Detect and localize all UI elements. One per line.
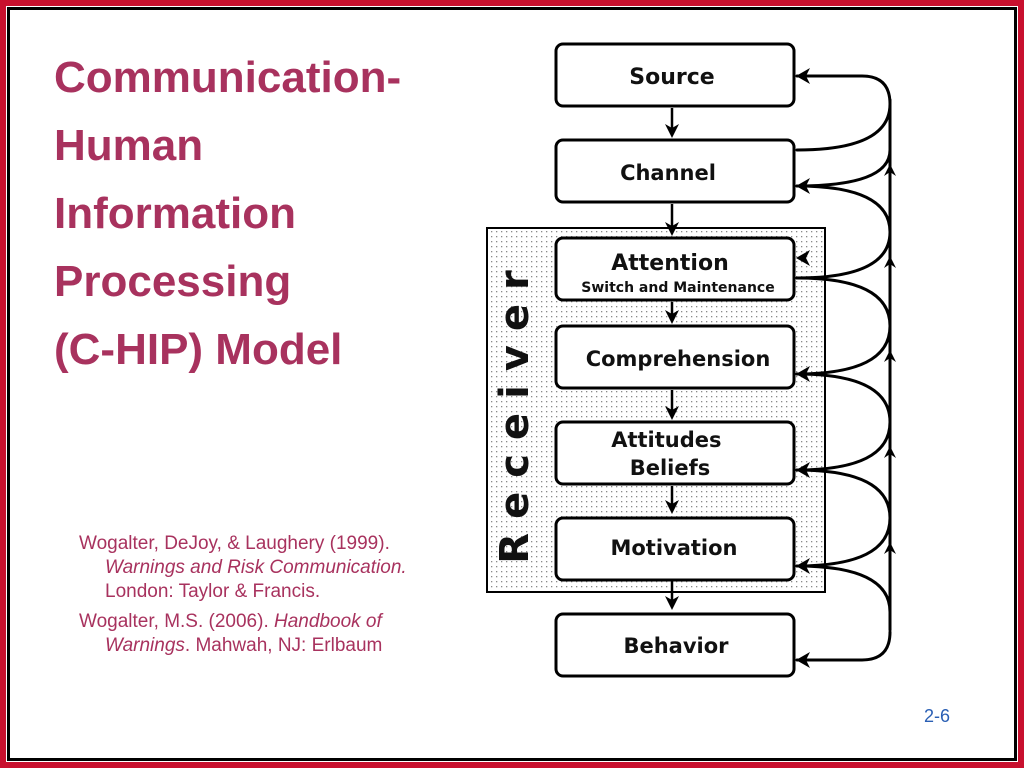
reference-work: Handbook of Warnings: [105, 611, 382, 656]
feedback-curve: [795, 564, 892, 614]
reference-item: Wogalter, DeJoy, & Laughery (1999). Warn…: [79, 532, 449, 604]
stage-channel: Channel: [554, 138, 796, 204]
stage-label-line: Attitudes: [611, 428, 721, 452]
arrowhead: [796, 250, 810, 266]
title-line: Communication-: [54, 53, 402, 102]
stage-attitudes-beliefs: Attitudes Beliefs: [554, 420, 796, 486]
stage-box: [554, 138, 796, 204]
title-line: Processing: [54, 257, 292, 306]
stage-label-line: Beliefs: [630, 456, 711, 480]
receiver-text: Receiver: [492, 256, 538, 563]
stage-label: Comprehension: [586, 347, 771, 371]
feedback-curve: [795, 276, 892, 328]
arrowhead: [884, 350, 896, 362]
stage-attention: Attention Switch and Maintenance: [554, 236, 796, 302]
reference-authors: Wogalter, DeJoy, & Laughery (1999).: [79, 533, 390, 554]
references: Wogalter, DeJoy, & Laughery (1999). Warn…: [79, 532, 449, 664]
stage-label: Behavior: [623, 634, 729, 658]
feedback-curve: [795, 184, 892, 234]
reference-item: Wogalter, M.S. (2006). Handbook of Warni…: [79, 610, 449, 658]
reference-publisher: London: Taylor & Francis.: [105, 581, 321, 602]
feedback-curve: [795, 372, 892, 424]
reference-work: Warnings and Risk Communication.: [105, 557, 407, 578]
arrowhead: [796, 558, 810, 574]
stage-motivation: Motivation: [554, 516, 796, 582]
arrowhead: [796, 652, 810, 668]
arrowhead: [884, 446, 896, 458]
arrowhead: [665, 500, 679, 514]
feedback-curve: [795, 74, 892, 106]
stage-label: Channel: [620, 161, 716, 185]
stage-sublabel: Switch and Maintenance: [581, 280, 774, 296]
arrowhead: [665, 310, 679, 324]
arrowhead: [884, 542, 896, 554]
stage-behavior: Behavior: [554, 612, 796, 678]
stage-box: [554, 516, 796, 582]
arrowhead: [796, 178, 810, 194]
stage-label: Source: [629, 65, 714, 90]
arrowhead: [796, 366, 810, 382]
feedback-curve: [795, 102, 892, 152]
arrowhead: [665, 222, 679, 236]
arrowhead: [796, 68, 810, 84]
stage-label: Attitudes Beliefs: [611, 428, 729, 480]
feedback-curve: [795, 468, 892, 520]
receiver-label: Receiver: [492, 256, 538, 563]
title-line: Information: [54, 189, 296, 238]
stage-source: Source: [554, 42, 796, 108]
reference-authors: Wogalter, M.S. (2006).: [79, 611, 269, 632]
reference-publisher: . Mahwah, NJ: Erlbaum: [184, 635, 383, 656]
feedback-lines: [795, 74, 892, 662]
arrowhead: [884, 256, 896, 268]
stage-box: [554, 612, 796, 678]
feedback-curve: [795, 148, 892, 188]
feedback-arrowheads: [796, 68, 896, 668]
stage-box: [554, 236, 796, 302]
stage-label: Attention: [611, 251, 728, 276]
stage-comprehension: Comprehension: [554, 324, 796, 390]
stage-label: Motivation: [610, 536, 737, 560]
page-number: 2-6: [924, 706, 951, 726]
slide-title: Communication- Human Information Process…: [54, 44, 484, 384]
feedback-curve: [795, 630, 892, 662]
stage-box: [554, 42, 796, 108]
stage-box: [554, 324, 796, 390]
arrowhead: [665, 406, 679, 420]
stage-box: [554, 420, 796, 486]
arrowhead: [665, 596, 679, 610]
title-line: Human: [54, 121, 204, 170]
title-line: (C-HIP) Model: [54, 325, 343, 374]
flow-arrowheads: [665, 124, 679, 610]
arrowhead: [884, 164, 896, 176]
arrowhead: [665, 124, 679, 138]
arrowhead: [796, 462, 810, 478]
